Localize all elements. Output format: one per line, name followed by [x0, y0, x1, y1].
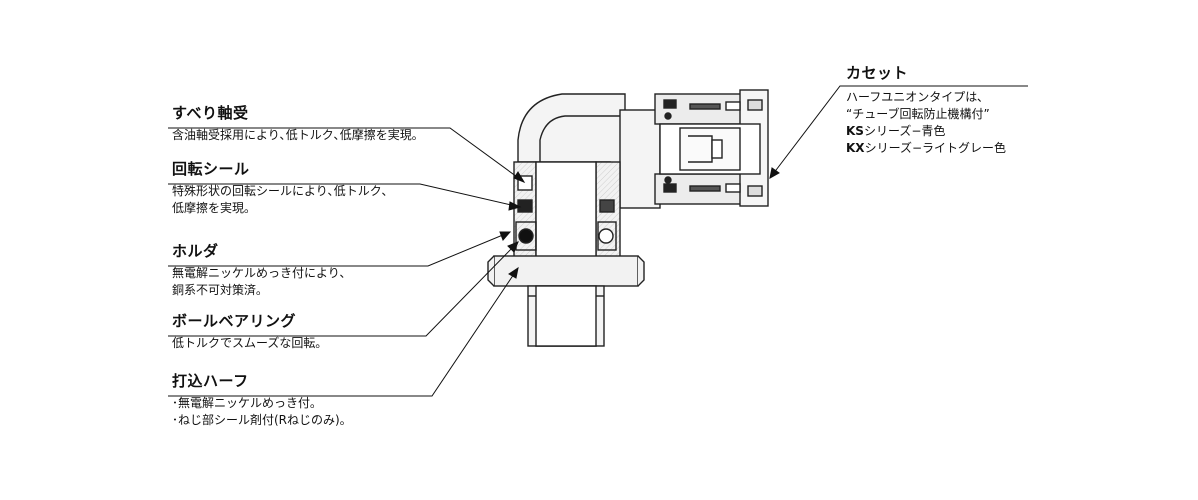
holder-desc-line: 銅系不可対策済｡ [172, 282, 263, 297]
leader-cassette [769, 85, 1028, 179]
rotary-seal-desc: 特殊形状の回転シールにより､低トルク､ 低摩擦を実現｡ [172, 183, 388, 217]
cassette-desc-line: “チューブ回転防止機構付” [846, 106, 990, 121]
label-ball-bearing: ボールベアリング 低トルクでスムーズな回転｡ [172, 312, 321, 352]
insert-half-desc-line: ･ねじ部シール剤付(Rねじのみ)｡ [172, 412, 346, 427]
cassette-desc: ハーフユニオンタイプは､ “チューブ回転防止機構付” KSシリーズ−青色 KXシ… [846, 89, 1006, 157]
rotary-seal-title: 回転シール [172, 160, 250, 178]
cassette-desc-line: ハーフユニオンタイプは､ [846, 89, 984, 104]
insert-half-desc-line: ･無電解ニッケルめっき付｡ [172, 395, 317, 410]
kx-series-color: シリーズ−ライトグレー色 [864, 140, 1007, 155]
ball-bearing-desc: 低トルクでスムーズな回転｡ [172, 335, 321, 352]
label-cassette: カセット ハーフユニオンタイプは､ “チューブ回転防止機構付” KSシリーズ−青… [846, 64, 1006, 157]
cassette-title: カセット [846, 64, 909, 82]
slide-bearing-title: すべり軸受 [172, 104, 249, 122]
holder-desc-line: 無電解ニッケルめっき付により､ [172, 265, 346, 280]
cassette-body [619, 89, 769, 209]
ks-series-code: KS [846, 123, 864, 138]
leader-rotary-seal [168, 183, 521, 208]
label-rotary-seal: 回転シール 特殊形状の回転シールにより､低トルク､ 低摩擦を実現｡ [172, 160, 388, 217]
ball-bearing-title: ボールベアリング [172, 312, 297, 330]
leader-lines [168, 85, 1028, 397]
rotary-seal-desc-line: 特殊形状の回転シールにより､低トルク､ [172, 183, 388, 198]
insert-half-title: 打込ハーフ [172, 372, 249, 390]
ball-bearing-desc-line: 低トルクでスムーズな回転｡ [172, 335, 322, 350]
leader-slide-bearing [168, 127, 525, 183]
vertical-body [487, 161, 645, 347]
label-insert-half: 打込ハーフ ･無電解ニッケルめっき付｡ ･ねじ部シール剤付(Rねじのみ)｡ [172, 372, 346, 429]
slide-bearing-desc: 含油軸受採用により､低トルク､低摩擦を実現｡ [172, 127, 418, 144]
label-holder: ホルダ 無電解ニッケルめっき付により､ 銅系不可対策済｡ [172, 242, 346, 299]
leader-holder [168, 231, 511, 267]
rotary-seal-desc-line: 低摩擦を実現｡ [172, 200, 251, 215]
holder-title: ホルダ [172, 242, 219, 260]
label-slide-bearing: すべり軸受 含油軸受採用により､低トルク､低摩擦を実現｡ [172, 104, 418, 144]
leader-insert-half [168, 267, 519, 397]
leader-ball-bearing [168, 241, 519, 337]
cassette-ks-line: KSシリーズ−青色 [846, 123, 1006, 140]
insert-half-desc: ･無電解ニッケルめっき付｡ ･ねじ部シール剤付(Rねじのみ)｡ [172, 395, 346, 429]
holder-desc: 無電解ニッケルめっき付により､ 銅系不可対策済｡ [172, 265, 346, 299]
kx-series-code: KX [846, 140, 865, 155]
cassette-kx-line: KXシリーズ−ライトグレー色 [846, 140, 1006, 157]
slide-bearing-desc-line: 含油軸受採用により､低トルク､低摩擦を実現｡ [172, 127, 418, 142]
ks-series-color: シリーズ−青色 [863, 123, 946, 138]
